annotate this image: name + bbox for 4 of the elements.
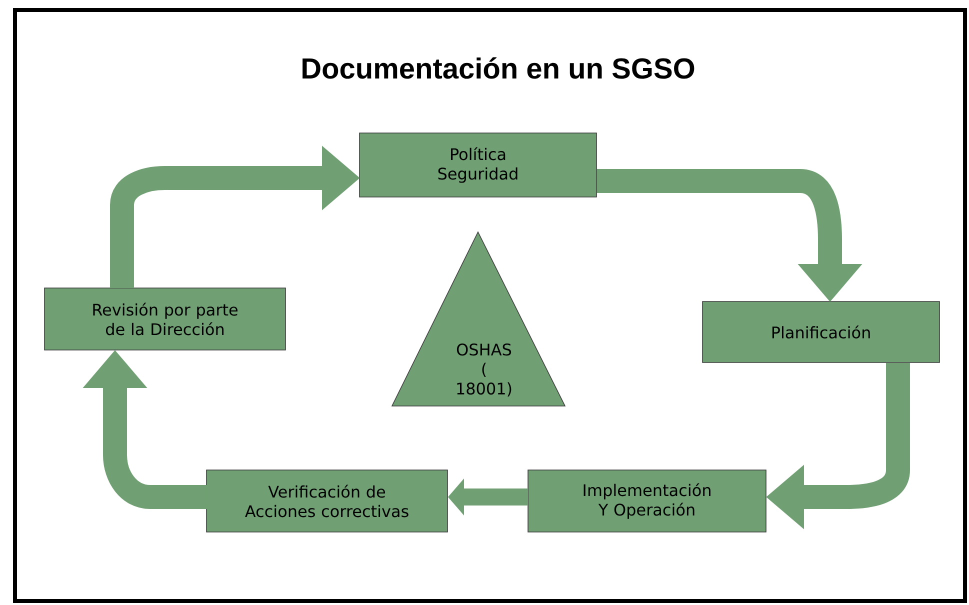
title: Documentación en un SGSO xyxy=(302,57,694,79)
process-box: Revisión por parte de la Dirección xyxy=(44,288,286,350)
process-box: Implementación Y Operación xyxy=(528,470,766,532)
process-box: Planificación xyxy=(702,301,940,363)
